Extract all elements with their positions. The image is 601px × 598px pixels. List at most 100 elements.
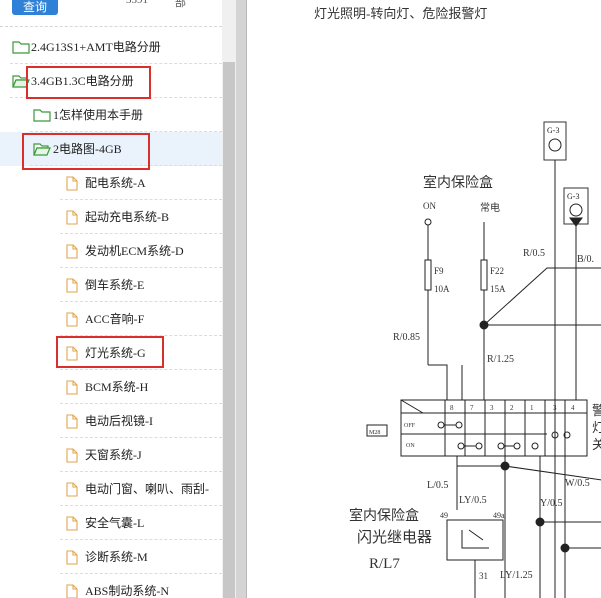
tree-item-airbag-l[interactable]: 安全气囊-L: [0, 506, 222, 540]
highlight-box: [22, 133, 150, 170]
fuse2-name: F22: [490, 266, 504, 276]
contact-icon: [531, 442, 539, 450]
contact-icon: [497, 442, 505, 450]
tree-item-4g13s1-amt[interactable]: 2.4G13S1+AMT电路分册: [0, 30, 222, 64]
tree-panel: 查询 3391 部 2.4G13S1+AMT电路分册 3.4GB1.3C电路分册…: [0, 0, 222, 598]
tree-toolbar: 查询 3391 部: [0, 0, 222, 27]
tree-item-abs-n[interactable]: ABS制动系统-N: [0, 574, 222, 598]
tree-item-how-to-use[interactable]: 1怎样使用本手册: [0, 98, 222, 132]
document-viewer[interactable]: 灯光照明-转向灯、危险报警灯 G-3 G-3 室内保险盒 ON 常电 F9 10…: [246, 0, 601, 598]
fuse-f22: [480, 259, 488, 291]
tree-item-diagnosis-m[interactable]: 诊断系统-M: [0, 540, 222, 574]
fuse-box-label: 室内保险盒: [423, 174, 493, 191]
wire: [428, 364, 448, 400]
terminal-icon: [424, 218, 432, 226]
document-icon: [66, 346, 78, 361]
switch-lamp-icon: [366, 424, 388, 437]
wire-label-l05: L/0.5: [427, 480, 448, 491]
tree-item-bcm-h[interactable]: BCM系统-H: [0, 370, 222, 404]
pin-label: 3: [490, 404, 494, 412]
normal-power-label: 常电: [480, 201, 500, 214]
tree-item-label: 发动机ECM系统-D: [85, 244, 184, 258]
relay-contact-icon: [461, 529, 489, 549]
tree-item-label: 诊断系统-M: [85, 550, 148, 564]
wire-label-r085: R/0.85: [393, 332, 420, 343]
fuse2-rating: 15A: [490, 284, 506, 294]
folder-icon: [12, 41, 30, 54]
document-icon: [66, 550, 78, 565]
pin-label: 7: [470, 404, 474, 412]
g3-label-2: G-3: [567, 192, 579, 201]
pin-label: 2: [510, 404, 514, 412]
document-icon: [66, 482, 78, 497]
panel-splitter[interactable]: [236, 0, 246, 598]
wire-label-r125: R/1.25: [487, 354, 514, 365]
pin-label: 1: [530, 404, 534, 412]
fuse1-rating: 10A: [434, 284, 450, 294]
highlight-box: [26, 66, 151, 99]
tree-item-label: 天窗系统-J: [85, 448, 142, 462]
ground-arrow-icon: [569, 217, 583, 227]
lamp-icon: [569, 203, 583, 217]
tree-item-label: 起动充电系统-B: [85, 210, 170, 224]
tree-item-label: 电动后视镜-I: [85, 414, 153, 428]
fuse-box-label-2: 室内保险盒: [349, 507, 419, 524]
flasher-code: R/L7: [369, 556, 400, 572]
wire-label-w05: W/0.5: [565, 478, 590, 489]
diagram-title: 灯光照明-转向灯、危险报警灯: [314, 6, 487, 21]
wire-label-ly05: LY/0.5: [459, 495, 487, 506]
right-char: 关: [592, 437, 601, 452]
document-icon: [66, 380, 78, 395]
document-icon: [66, 210, 78, 225]
wire: [483, 267, 601, 326]
tree-item-mirror-i[interactable]: 电动后视镜-I: [0, 404, 222, 438]
highlight-box: [56, 336, 164, 368]
flasher-relay: [446, 519, 504, 561]
document-icon: [66, 584, 78, 598]
tree-item-circuit-4gb[interactable]: 2电路图-4GB: [0, 132, 222, 166]
right-char: 灯: [592, 420, 601, 435]
tree-item-lighting-g[interactable]: 灯光系统-G: [0, 336, 222, 370]
tree-item-reverse-e[interactable]: 倒车系统-E: [0, 268, 222, 302]
right-char: 警: [592, 403, 601, 418]
tree-item-sunroof-j[interactable]: 天窗系统-J: [0, 438, 222, 472]
wiring-diagram: 灯光照明-转向灯、危险报警灯 G-3 G-3 室内保险盒 ON 常电 F9 10…: [314, 6, 601, 598]
switch-code: M28: [369, 430, 380, 436]
document-icon: [66, 244, 78, 259]
switch-on-label: ON: [406, 443, 415, 449]
tree-item-label: 倒车系统-E: [85, 278, 145, 292]
tree-item-acc-audio-f[interactable]: ACC音响-F: [0, 302, 222, 336]
document-icon: [66, 516, 78, 531]
pin-49: 49: [440, 511, 448, 520]
contact-icon: [437, 421, 445, 429]
document-icon: [66, 448, 78, 463]
tree-item-label: 1怎样使用本手册: [53, 108, 144, 122]
tree-item-power-a[interactable]: 配电系统-A: [0, 166, 222, 200]
tree-item-label: 3.4GB1.3C电路分册: [31, 74, 134, 88]
tree-item-start-charge-b[interactable]: 起动充电系统-B: [0, 200, 222, 234]
document-icon: [66, 278, 78, 293]
wire-label-r05: R/0.5: [523, 248, 545, 259]
contact-icon: [551, 431, 559, 439]
tree-item-label: 电动门窗、喇叭、雨刮-: [85, 482, 209, 496]
top-char: 部: [175, 0, 186, 9]
document-icon: [66, 414, 78, 429]
pin-49a: 49a: [493, 511, 505, 520]
scrollbar-thumb[interactable]: [223, 62, 235, 598]
tree-item-label: 配电系统-A: [85, 176, 146, 190]
g3-label-1: G-3: [547, 126, 559, 135]
fuse-f9: [424, 259, 432, 291]
tree-item-label: 安全气囊-L: [85, 516, 145, 530]
flasher-label: 闪光继电器: [357, 529, 432, 546]
query-button[interactable]: 查询: [12, 0, 58, 15]
lamp-icon: [548, 138, 562, 152]
folder-open-icon: [33, 143, 51, 156]
tree-item-label: BCM系统-H: [85, 380, 149, 394]
pin-label: 8: [450, 404, 454, 412]
tree-item-ecm-d[interactable]: 发动机ECM系统-D: [0, 234, 222, 268]
wire-label-ly125: LY/1.25: [500, 570, 533, 581]
document-icon: [66, 312, 78, 327]
tree-item-label: ABS制动系统-N: [85, 584, 170, 598]
pin-label: 4: [571, 404, 575, 412]
tree-item-windows-horn-wiper[interactable]: 电动门窗、喇叭、雨刮-: [0, 472, 222, 506]
